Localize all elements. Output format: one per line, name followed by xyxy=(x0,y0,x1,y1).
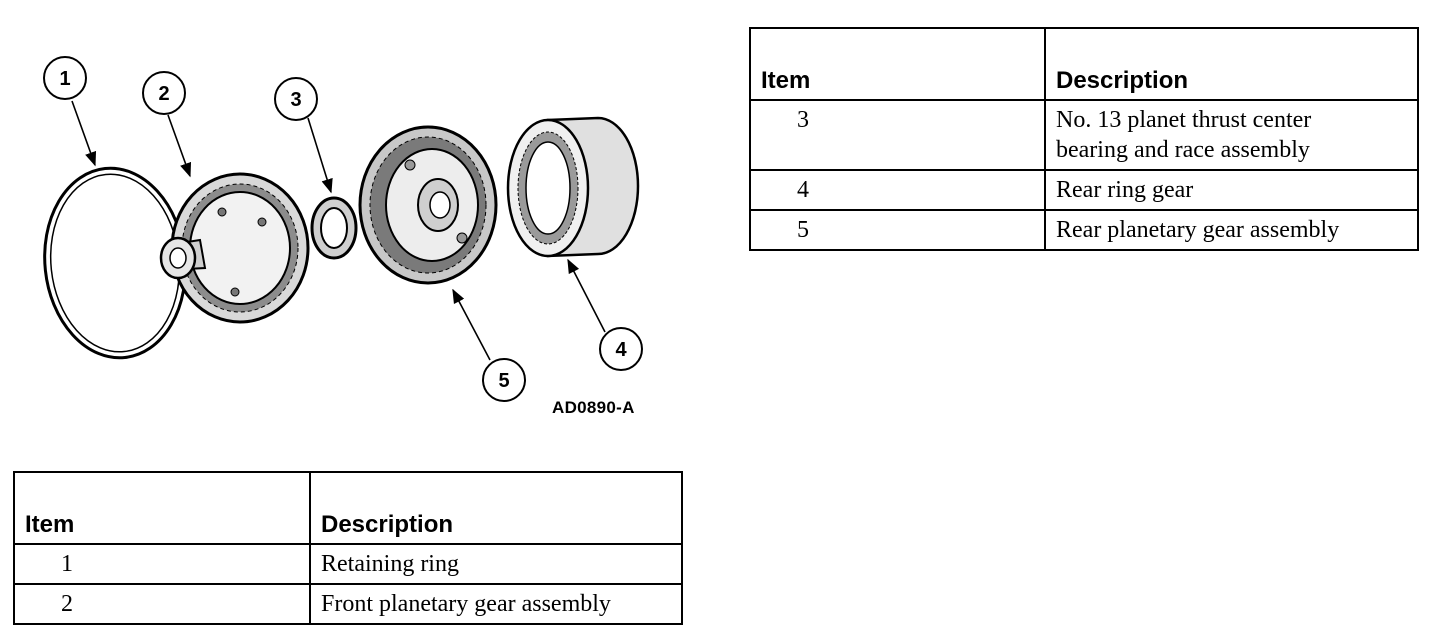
table-row: 3 No. 13 planet thrust center bearing an… xyxy=(749,99,1419,171)
item-description: Front planetary gear assembly xyxy=(309,583,683,625)
rear-ring-gear-part xyxy=(506,116,640,258)
description-line: bearing and race assembly xyxy=(1056,137,1310,163)
callout-5: 5 xyxy=(498,370,509,392)
column-header-description: Description xyxy=(1044,27,1419,101)
item-number: 3 xyxy=(749,99,1046,171)
item-number: 5 xyxy=(749,209,1046,251)
item-number: 1 xyxy=(13,543,311,585)
table-row: 4 Rear ring gear xyxy=(749,169,1419,211)
leader-line-4 xyxy=(567,258,606,333)
description-line: No. 13 planet thrust center xyxy=(1056,107,1312,133)
table-row: 5 Rear planetary gear assembly xyxy=(749,209,1419,251)
item-description: Rear planetary gear assembly xyxy=(1044,209,1419,251)
column-header-item: Item xyxy=(749,27,1046,101)
rear-planetary-gear-part xyxy=(358,125,498,285)
figure-code: AD0890-A xyxy=(552,398,635,417)
callout-2: 2 xyxy=(158,83,169,105)
table-row: 1 Retaining ring xyxy=(13,543,683,585)
item-number: 2 xyxy=(13,583,311,625)
column-header-description: Description xyxy=(309,471,683,545)
front-planetary-gear-part xyxy=(159,172,310,324)
item-description: Rear ring gear xyxy=(1044,169,1419,211)
item-number: 4 xyxy=(749,169,1046,211)
item-description: No. 13 planet thrust center bearing and … xyxy=(1044,99,1419,171)
legend-table-items-1-2: Item Description 1 Retaining ring 2 Fron… xyxy=(13,471,683,625)
callout-3: 3 xyxy=(290,89,301,111)
leader-line-3 xyxy=(307,117,333,194)
item-description: Retaining ring xyxy=(309,543,683,585)
thrust-bearing-part xyxy=(310,196,358,260)
callout-1: 1 xyxy=(59,68,70,90)
leader-line-1 xyxy=(71,100,97,167)
table-row: 2 Front planetary gear assembly xyxy=(13,583,683,625)
leader-line-5 xyxy=(452,288,491,361)
callout-4: 4 xyxy=(615,339,627,361)
exploded-gear-diagram: 1 2 3 4 5 xyxy=(43,56,643,402)
column-header-item: Item xyxy=(13,471,311,545)
legend-table-items-3-5: Item Description 3 No. 13 planet thrust … xyxy=(749,27,1419,251)
leader-line-2 xyxy=(167,114,192,178)
